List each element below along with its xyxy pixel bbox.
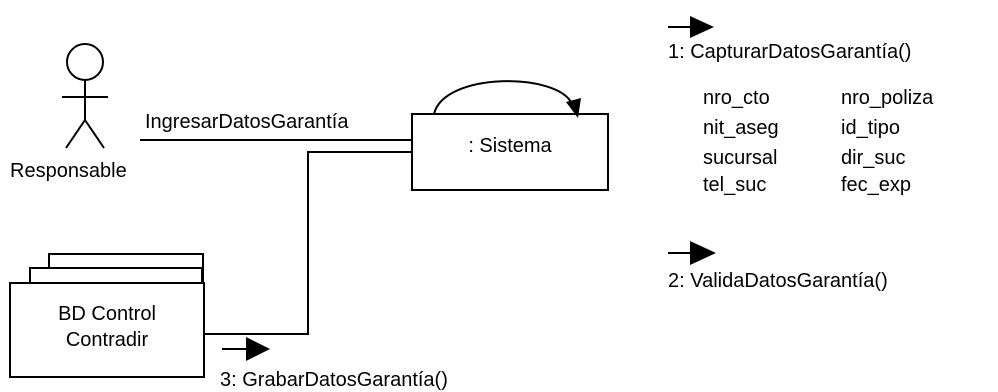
field-right: nro_poliza <box>841 87 934 109</box>
fields-list: nro_cto nit_aseg sucursal tel_suc nro_po… <box>703 87 934 196</box>
database-line2: Contradir <box>66 329 149 351</box>
actor-figure <box>62 43 108 149</box>
message1-arrowhead <box>690 16 714 38</box>
self-call-arc <box>433 80 573 115</box>
flow-label: IngresarDatosGarantía <box>145 111 349 133</box>
actor-head <box>66 43 104 81</box>
system-db-link <box>204 151 412 335</box>
field-left: nro_cto <box>703 87 770 109</box>
system-box <box>411 113 609 191</box>
field-left: sucursal <box>703 147 777 169</box>
message2-label: 2: ValidaDatosGarantía() <box>668 270 888 292</box>
field-right: id_tipo <box>841 117 900 139</box>
message3-label: 3: GrabarDatosGarantía() <box>220 369 448 391</box>
self-call-arrowhead <box>566 98 581 118</box>
message1-label: 1: CapturarDatosGarantía() <box>668 41 911 63</box>
system-label: : Sistema <box>468 135 552 157</box>
database-box <box>9 282 205 378</box>
actor-name: Responsable <box>10 160 127 182</box>
field-right: dir_suc <box>841 147 905 169</box>
field-left: nit_aseg <box>703 117 779 139</box>
field-right: fec_exp <box>841 174 911 196</box>
fields-crop <box>690 196 990 206</box>
message2-arrowhead <box>690 241 716 265</box>
actor-right-leg <box>84 119 105 149</box>
database-line1: BD Control <box>58 303 156 325</box>
message3-arrowhead <box>246 337 270 361</box>
field-left: tel_suc <box>703 174 766 196</box>
actor-left-leg <box>65 119 86 149</box>
database-stack <box>9 253 205 378</box>
